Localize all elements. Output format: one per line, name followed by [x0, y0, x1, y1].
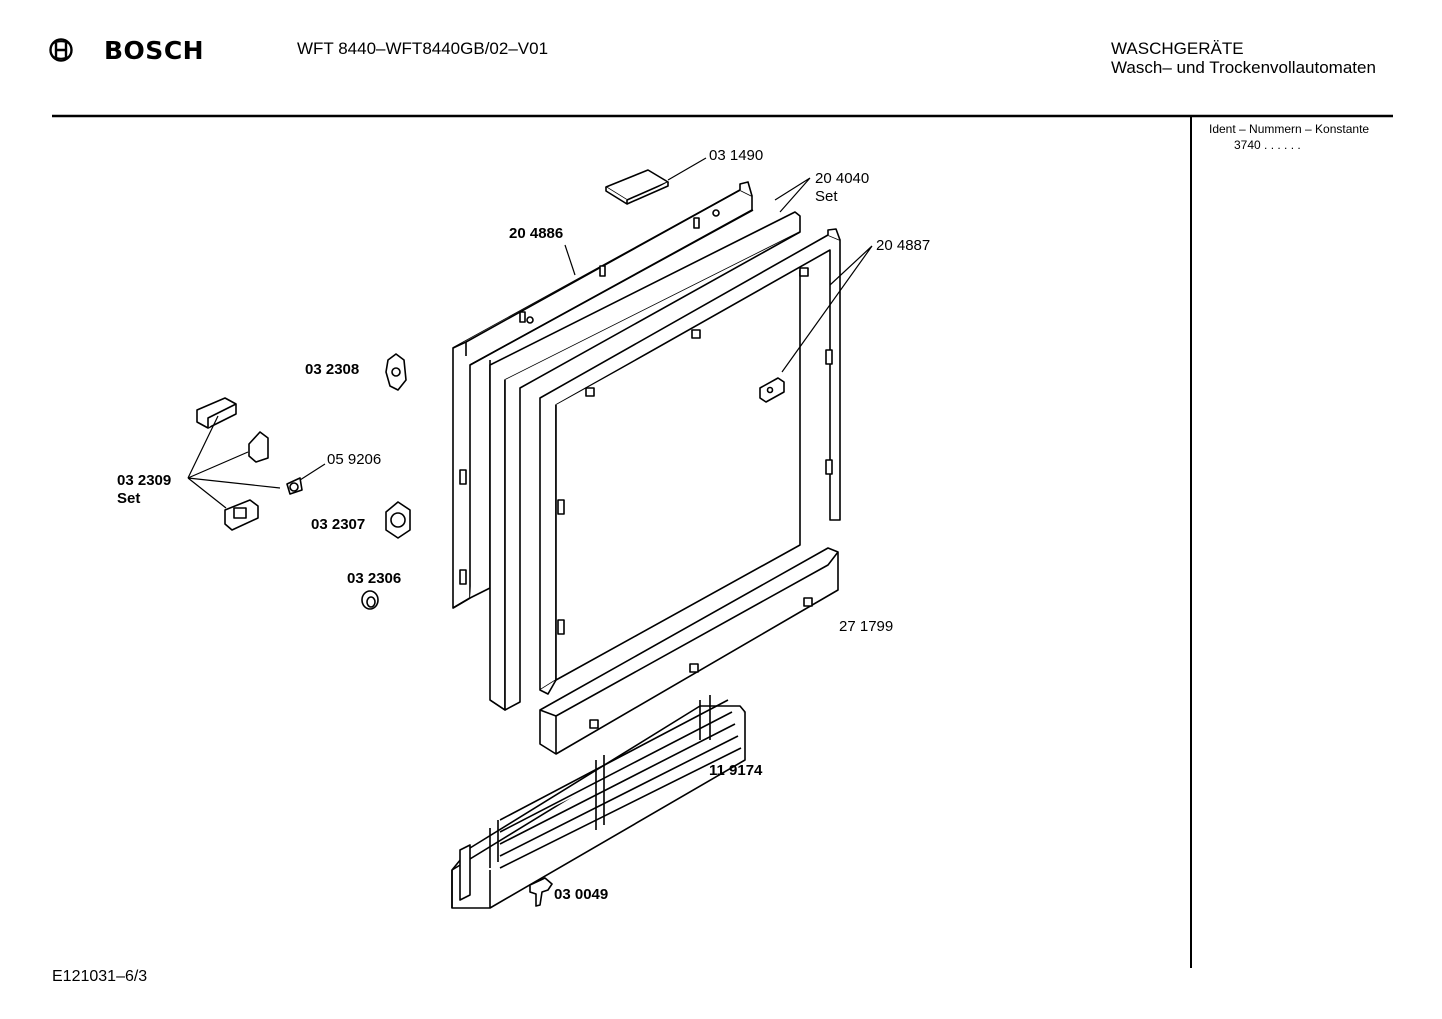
- part-label-032308: 03 2308: [305, 361, 360, 378]
- part-channel-271799: [539, 547, 839, 755]
- leader-lines: [187, 157, 873, 509]
- part-screw-059206: [286, 477, 303, 495]
- part-inner-frame-204887: [539, 228, 841, 695]
- part-note-032309: Set: [117, 490, 141, 507]
- part-grille-119174: [451, 695, 746, 909]
- part-label-204887: 20 4887: [876, 237, 931, 254]
- brand-name: BOSCH: [104, 36, 205, 65]
- part-label-059206: 05 9206: [327, 451, 382, 468]
- model-number: WFT 8440–WFT8440GB/02–V01: [297, 39, 549, 58]
- ident-title: Ident – Nummern – Konstante: [1209, 122, 1370, 136]
- part-label-032309: 03 2309: [117, 472, 172, 489]
- part-label-271799: 27 1799: [839, 618, 894, 635]
- part-hinge-032307: [385, 501, 411, 539]
- part-note-204040: Set: [815, 188, 838, 205]
- part-lock-032308: [385, 353, 407, 391]
- category-title: WASCHGERÄTE: [1111, 39, 1244, 58]
- part-plate-031490: [605, 169, 669, 205]
- part-label-031490: 03 1490: [709, 147, 764, 164]
- part-label-032306: 03 2306: [347, 570, 402, 587]
- part-switch-032309: [196, 397, 269, 531]
- part-label-032307: 03 2307: [311, 516, 366, 533]
- drawing-id: E121031–6/3: [52, 968, 148, 985]
- part-seal-204040: [489, 211, 801, 711]
- category-subtitle: Wasch– und Trockenvollautomaten: [1111, 58, 1376, 77]
- part-label-204886: 20 4886: [509, 225, 564, 242]
- part-knob-032306: [361, 590, 379, 610]
- ident-value: 3740 . . . . . .: [1234, 138, 1301, 152]
- part-label-030049: 03 0049: [554, 886, 609, 903]
- part-label-204040: 20 4040: [815, 170, 870, 187]
- part-label-119174: 11 9174: [709, 762, 763, 779]
- part-frame-204886: [452, 181, 754, 609]
